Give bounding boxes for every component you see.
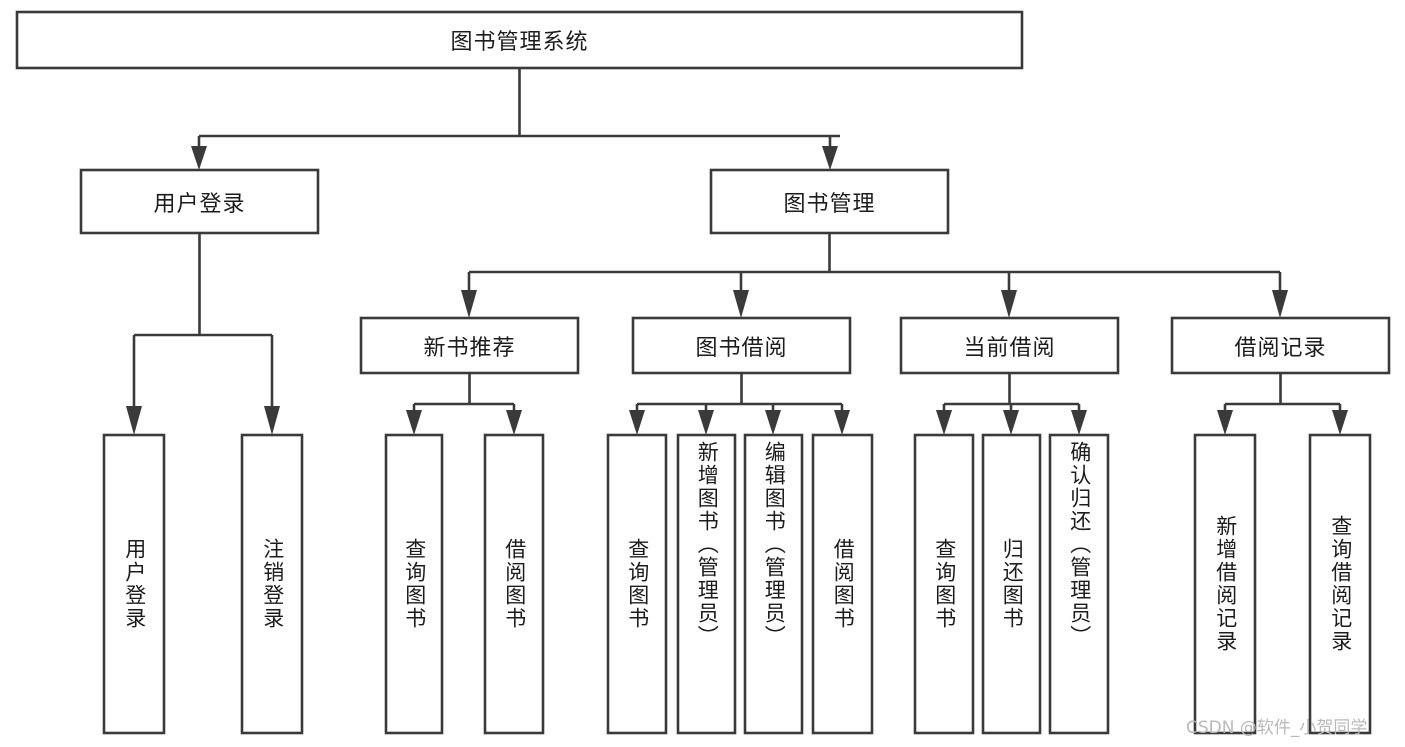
node-box-book-manage[interactable] xyxy=(709,168,950,235)
node-box-leaf-borrow-book-2[interactable] xyxy=(811,433,874,735)
node-box-leaf-add-record[interactable] xyxy=(1193,433,1257,735)
node-box-leaf-query-record[interactable] xyxy=(1308,433,1372,735)
connector-bookborrow-to-leaves xyxy=(629,373,850,435)
connector-currentborrow-to-leaves xyxy=(936,373,1087,435)
node-box-leaf-edit-book[interactable] xyxy=(743,433,804,735)
node-box-leaf-query-book-1[interactable] xyxy=(384,433,444,735)
node-box-leaf-user-login[interactable] xyxy=(102,433,166,735)
node-box-leaf-query-book-2[interactable] xyxy=(606,433,668,735)
node-box-root[interactable] xyxy=(15,10,1024,70)
node-box-leaf-user-logout[interactable] xyxy=(240,433,304,735)
node-box-current-borrow[interactable] xyxy=(899,316,1120,375)
node-box-leaf-borrow-book-1[interactable] xyxy=(483,433,545,735)
node-box-book-borrow[interactable] xyxy=(631,316,852,375)
connector-root-to-level2 xyxy=(191,68,840,170)
node-box-leaf-query-book-3[interactable] xyxy=(913,433,975,735)
connector-bookmanage-to-level3 xyxy=(461,233,1288,318)
node-box-user-login[interactable] xyxy=(79,168,320,235)
node-box-leaf-return-book[interactable] xyxy=(981,433,1042,735)
connector-newbook-to-leaves xyxy=(406,373,522,435)
connector-borrowrecord-to-leaves xyxy=(1217,373,1348,435)
connector-userlogin-to-leaves xyxy=(126,233,280,435)
node-box-new-book-recommend[interactable] xyxy=(359,316,580,375)
node-box-borrow-record[interactable] xyxy=(1170,316,1391,375)
node-box-leaf-confirm-return[interactable] xyxy=(1048,433,1110,735)
node-box-leaf-add-book[interactable] xyxy=(676,433,737,735)
